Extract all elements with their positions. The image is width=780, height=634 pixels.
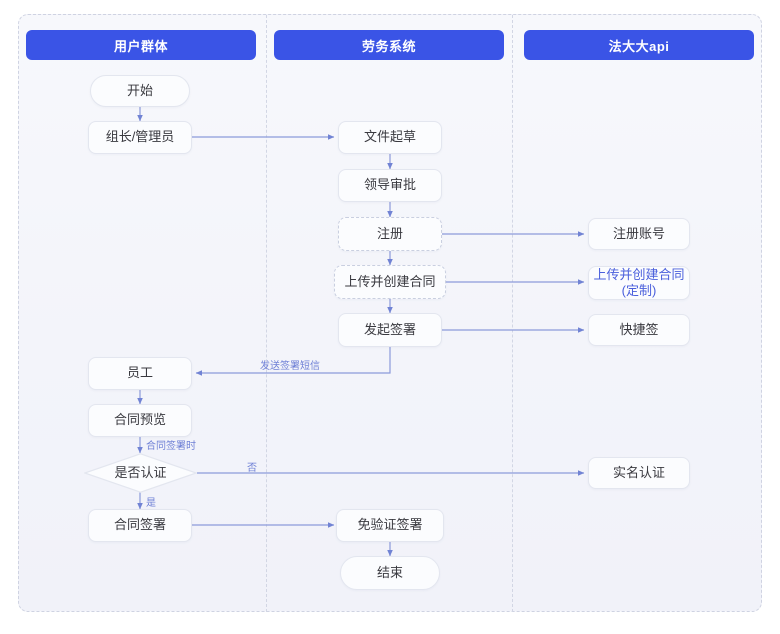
node-initiate-sign[interactable]: 发起签署 bbox=[338, 313, 442, 347]
node-no-verify-sign[interactable]: 免验证签署 bbox=[336, 509, 444, 542]
lane-header-labor[interactable]: 劳务系统 bbox=[274, 30, 504, 60]
node-start[interactable]: 开始 bbox=[90, 75, 190, 107]
node-contract-sign[interactable]: 合同签署 bbox=[88, 509, 192, 542]
node-upload-custom-line2: (定制) bbox=[621, 283, 657, 298]
node-file-draft[interactable]: 文件起草 bbox=[338, 121, 442, 154]
lane-divider-1 bbox=[266, 15, 267, 612]
edge-label-send-sms: 发送签署短信 bbox=[260, 361, 320, 372]
edge-label-no: 否 bbox=[247, 463, 257, 474]
node-employee[interactable]: 员工 bbox=[88, 357, 192, 390]
lane-divider-2 bbox=[512, 15, 513, 612]
node-register[interactable]: 注册 bbox=[338, 217, 442, 251]
node-leader-admin[interactable]: 组长/管理员 bbox=[88, 121, 192, 154]
lane-header-api[interactable]: 法大大api bbox=[524, 30, 754, 60]
edge-label-yes: 是 bbox=[146, 498, 156, 509]
node-is-verified-label: 是否认证 bbox=[114, 464, 167, 480]
node-quick-sign[interactable]: 快捷签 bbox=[588, 314, 690, 346]
lane-header-user[interactable]: 用户群体 bbox=[26, 30, 256, 60]
node-upload-custom[interactable]: 上传并创建合同 (定制) bbox=[588, 266, 690, 300]
edge-label-when-signing: 合同签署时 bbox=[146, 441, 196, 452]
node-contract-preview[interactable]: 合同预览 bbox=[88, 404, 192, 437]
node-leader-approve[interactable]: 领导审批 bbox=[338, 169, 442, 202]
node-realname-auth[interactable]: 实名认证 bbox=[588, 457, 690, 489]
node-register-account[interactable]: 注册账号 bbox=[588, 218, 690, 250]
node-upload-custom-line1: 上传并创建合同 bbox=[593, 266, 685, 282]
node-upload-create[interactable]: 上传并创建合同 bbox=[334, 265, 446, 299]
node-is-verified[interactable]: 是否认证 bbox=[84, 453, 197, 493]
node-end[interactable]: 结束 bbox=[340, 556, 440, 590]
